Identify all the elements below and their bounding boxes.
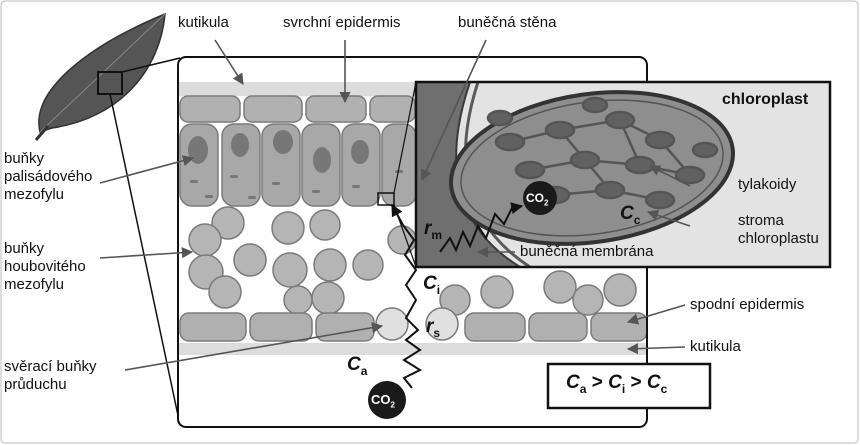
label-upper-epidermis: svrchní epidermis [283,14,401,31]
symbol-rm: rm [424,218,443,242]
label-palisade: buňky palisádového mezofylu [4,150,93,203]
co2-molecule-chloroplast [523,181,557,215]
concentration-box [546,362,712,410]
leaf-icon [34,12,166,141]
co2-molecule-outside [368,381,406,419]
zoom-panel-frame [414,80,832,269]
diffusion-path-rm [439,202,524,253]
label-spongy: buňky houbovitého mezofylu [4,240,86,293]
label-thylakoids: tylakoidy [738,176,797,193]
symbol-ci: Ci [423,273,441,297]
symbol-cc: Cc [620,203,641,227]
diffusion-path-rs [391,203,423,389]
concentration-inequality: Ca > Ci > Cc [566,372,668,396]
co2-label-chloroplast: CO2 [526,191,549,208]
label-stroma: stroma chloroplastu [738,212,819,247]
symbol-ca: Ca [347,354,368,378]
label-cuticle-bottom: kutikula [690,338,741,355]
label-lower-epidermis: spodní epidermis [690,296,805,313]
co2-label-outside: CO2 [371,392,395,410]
chloroplast-zoom-panel [416,82,830,267]
label-guard-cells: svěrací buňky průduchu [4,358,97,393]
thylakoid-network [486,96,719,210]
label-cell-membrane: buněčná membrána [520,243,654,260]
symbol-rs: rs [426,316,441,340]
label-cuticle-top: kutikula [178,14,229,31]
label-cell-wall: buněčná stěna [458,14,557,31]
label-chloroplast: chloroplast [722,91,809,108]
